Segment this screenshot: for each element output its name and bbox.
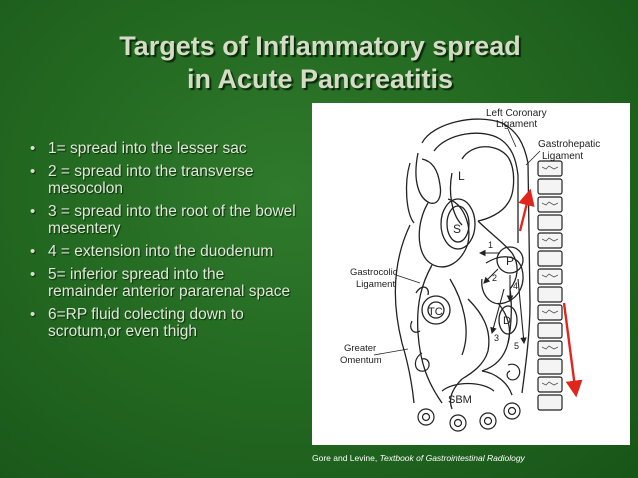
bullet-item: • 1= spread into the lesser sac [28, 140, 298, 157]
label-left-coronary-1: Left Coronary [486, 108, 547, 119]
caption-source: Textbook of Gastrointestinal Radiology [379, 453, 525, 463]
anatomy-diagram: Left Coronary Ligament Gastrohepatic Lig… [312, 103, 630, 445]
label-gastrohepatic-1: Gastrohepatic [538, 139, 600, 150]
red-arrow-down [562, 302, 583, 398]
spine-texture [541, 165, 559, 386]
label-duodenum: D [503, 315, 511, 327]
bullet-item: • 3 = spread into the root of the bowel m… [28, 203, 298, 237]
duodenum-shape [498, 305, 518, 335]
label-number-5: 5 [514, 341, 519, 351]
title-line-2: in Acute Pancreatitis [186, 64, 454, 94]
slide-title: Targets of Inflammatory spread in Acute … [40, 30, 600, 96]
bullet-item: • 6=RP fluid colecting down to scrotum,or… [28, 306, 298, 340]
bullet-list: • 1= spread into the lesser sac • 2 = spre… [28, 140, 298, 346]
label-pancreas: P [506, 254, 514, 268]
bullet-item: • 4 = extension into the duodenum [28, 243, 298, 260]
title-line-1: Targets of Inflammatory spread [119, 31, 521, 61]
bullet-dot-icon: • [30, 306, 36, 323]
label-number-3: 3 [494, 333, 499, 343]
spread-arrows [478, 249, 527, 345]
label-gastrocolic-2: Ligament [356, 279, 395, 290]
stomach-shape [440, 198, 476, 250]
label-greater-omentum-2: Omentum [340, 355, 382, 366]
bullet-text: 1= spread into the lesser sac [48, 140, 247, 157]
label-left-coronary-2: Ligament [496, 119, 537, 130]
bullet-item: • 2 = spread into the transverse mesocolo… [28, 163, 298, 197]
label-number-2: 2 [492, 273, 497, 283]
label-liver: L [458, 169, 465, 183]
bullet-text: 5= inferior spread into the remainder an… [48, 266, 291, 300]
label-number-4: 4 [513, 281, 518, 291]
anatomy-svg: Left Coronary Ligament Gastrohepatic Lig… [340, 108, 600, 432]
bullet-dot-icon: • [30, 203, 36, 220]
spine-vertebrae [537, 160, 563, 411]
bullet-text: 3 = spread into the root of the bowel me… [48, 203, 296, 237]
figure-caption: Gore and Levine, Textbook of Gastrointes… [312, 453, 632, 463]
caption-authors: Gore and Levine, [312, 453, 378, 463]
label-small-bowel: SBM [448, 394, 472, 406]
small-bowel-loops [414, 352, 521, 432]
bullet-dot-icon: • [30, 140, 36, 157]
pancreas-shape [496, 246, 524, 274]
transverse-colon-shape [410, 286, 451, 333]
bullet-dot-icon: • [30, 163, 36, 180]
label-gastrocolic-1: Gastrocolic [350, 267, 398, 278]
bullet-dot-icon: • [30, 266, 36, 283]
label-gastrohepatic-2: Ligament [542, 151, 583, 162]
bullet-text: 4 = extension into the duodenum [48, 243, 274, 260]
red-arrow-up [518, 188, 535, 232]
bullet-text: 2 = spread into the transverse mesocolon [48, 163, 254, 197]
bullet-dot-icon: • [30, 243, 36, 260]
bullet-item: • 5= inferior spread into the remainder a… [28, 266, 298, 300]
label-number-1: 1 [488, 240, 493, 250]
label-transverse-colon: TC [428, 306, 443, 318]
label-greater-omentum-1: Greater [344, 343, 376, 354]
bullet-text: 6=RP fluid colecting down to scrotum,or … [48, 306, 244, 340]
peritoneal-outline [394, 118, 531, 410]
label-leader-lines [373, 128, 541, 356]
label-stomach: S [453, 222, 461, 236]
